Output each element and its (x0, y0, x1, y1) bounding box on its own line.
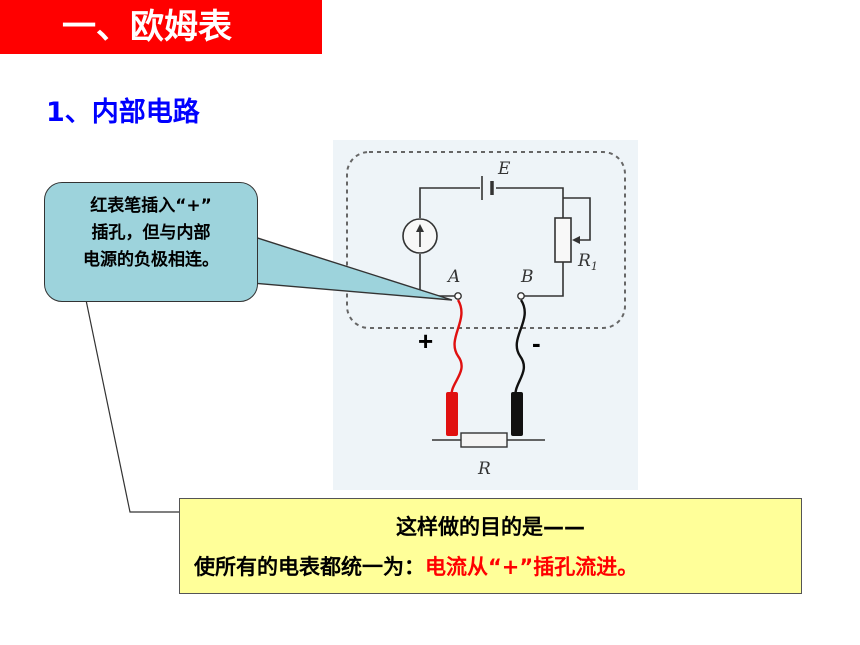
page-title: 一、欧姆表 (62, 7, 232, 47)
terminal-b-label: B (520, 267, 534, 287)
red-probe (446, 392, 458, 436)
red-probe-lead (450, 299, 463, 399)
black-probe (511, 392, 523, 436)
meter-housing-outline (346, 151, 626, 329)
terminal-a (454, 292, 462, 300)
title-banner: 一、欧姆表 (0, 0, 322, 54)
resistor-label: R (477, 459, 491, 479)
callout-line: 电源的负极相连。 (83, 250, 219, 270)
external-resistor (432, 432, 545, 448)
conclusion-question: 这样做的目的是—— (396, 515, 585, 539)
galvanometer-symbol (402, 218, 438, 254)
callout-line: 红表笔插入“+” (90, 196, 212, 216)
plus-sign: + (418, 326, 433, 356)
battery-symbol (481, 176, 494, 200)
rheostat-symbol (554, 217, 580, 263)
terminal-a-label: A (446, 267, 460, 287)
terminal-b (517, 292, 525, 300)
section-heading: 1、内部电路 (46, 97, 200, 128)
callout-note: 红表笔插入“+” 插孔，但与内部 电源的负极相连。 (44, 182, 258, 302)
conclusion-answer-highlight: 电流从“+”插孔流进。 (425, 555, 639, 579)
rheostat-label: R1 (577, 251, 598, 273)
black-probe-lead (514, 299, 526, 399)
connector-line (85, 299, 180, 513)
conclusion-answer-prefix: 使所有的电表都统一为： (194, 555, 425, 579)
callout-line: 插孔，但与内部 (91, 223, 211, 243)
conclusion-box: 这样做的目的是—— 使所有的电表都统一为：电流从“+”插孔流进。 (179, 498, 802, 594)
minus-sign: - (532, 328, 541, 358)
conclusion-answer: 使所有的电表都统一为：电流从“+”插孔流进。 (194, 551, 638, 581)
battery-label: E (497, 159, 511, 179)
